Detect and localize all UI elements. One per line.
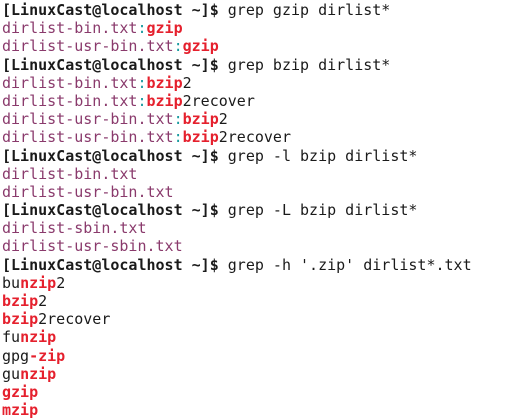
terminal-line: [LinuxCast@localhost ~]$ grep -L bzip di… (2, 201, 524, 219)
match-highlight: bzip (182, 128, 219, 147)
terminal-line: dirlist-bin.txt:bzip2 (2, 74, 524, 92)
filename-text: dirlist-bin.txt (2, 91, 138, 110)
match-highlight: -zip (29, 346, 66, 365)
terminal-line: dirlist-usr-bin.txt:bzip2 (2, 110, 524, 128)
output-text: 2 (56, 273, 66, 292)
match-highlight: nzip (20, 328, 57, 347)
output-text: gu (2, 364, 21, 383)
output-text: fu (2, 328, 21, 347)
match-highlight: bzip (146, 91, 183, 110)
shell-prompt: [LinuxCast@localhost ~]$ (2, 201, 228, 220)
filename-text: dirlist-usr-bin.txt (2, 128, 174, 147)
match-highlight: gzip (182, 37, 219, 56)
terminal-line: mzip (2, 401, 524, 419)
terminal-line: gzip (2, 383, 524, 401)
terminal-line: dirlist-bin.txt (2, 165, 524, 183)
terminal-line: bzip2 (2, 292, 524, 310)
terminal-line: dirlist-usr-sbin.txt (2, 237, 524, 255)
terminal-line: [LinuxCast@localhost ~]$ grep bzip dirli… (2, 56, 524, 74)
shell-prompt: [LinuxCast@localhost ~]$ (2, 55, 228, 74)
output-text: 2recover (218, 128, 291, 147)
match-highlight: nzip (20, 273, 57, 292)
terminal-line: gunzip (2, 365, 524, 383)
filename-text: dirlist-bin.txt (2, 19, 138, 38)
match-highlight: bzip (2, 292, 39, 310)
terminal-line: bzip2recover (2, 310, 524, 328)
match-highlight: mzip (2, 401, 39, 419)
shell-prompt: [LinuxCast@localhost ~]$ (2, 146, 228, 165)
terminal-line: [LinuxCast@localhost ~]$ grep gzip dirli… (2, 1, 524, 19)
separator-colon: : (137, 73, 147, 92)
terminal-line: dirlist-bin.txt:bzip2recover (2, 92, 524, 110)
output-text: gpg (2, 346, 30, 365)
terminal-line: dirlist-usr-bin.txt (2, 183, 524, 201)
match-highlight: bzip (2, 310, 39, 329)
match-highlight: bzip (146, 73, 183, 92)
separator-colon: : (137, 19, 147, 38)
shell-prompt: [LinuxCast@localhost ~]$ (2, 1, 228, 19)
match-highlight: gzip (146, 19, 183, 38)
separator-colon: : (173, 37, 183, 56)
terminal-line: dirlist-usr-bin.txt:bzip2recover (2, 128, 524, 146)
terminal-line: [LinuxCast@localhost ~]$ grep -h '.zip' … (2, 256, 524, 274)
match-highlight: nzip (20, 364, 57, 383)
filename-text: dirlist-usr-bin.txt (2, 110, 174, 129)
filename-text: dirlist-usr-bin.txt (2, 182, 174, 201)
match-highlight: bzip (182, 110, 219, 129)
output-text: 2recover (182, 91, 255, 110)
filename-text: dirlist-bin.txt (2, 164, 138, 183)
separator-colon: : (137, 91, 147, 110)
command-text: grep gzip dirlist* (227, 1, 391, 19)
output-text: bu (2, 273, 21, 292)
command-text: grep -L bzip dirlist* (227, 201, 418, 220)
separator-colon: : (173, 110, 183, 129)
separator-colon: : (173, 128, 183, 147)
command-text: grep bzip dirlist* (227, 55, 391, 74)
output-text: 2 (182, 73, 192, 92)
terminal-line: [LinuxCast@localhost ~]$ grep -l bzip di… (2, 147, 524, 165)
match-highlight: gzip (2, 382, 39, 401)
terminal-line: dirlist-usr-bin.txt:gzip (2, 37, 524, 55)
filename-text: dirlist-usr-sbin.txt (2, 237, 183, 256)
output-text: 2 (218, 110, 228, 129)
command-text: grep -l bzip dirlist* (227, 146, 418, 165)
terminal-line: bunzip2 (2, 274, 524, 292)
filename-text: dirlist-bin.txt (2, 73, 138, 92)
terminal-line: funzip (2, 328, 524, 346)
terminal-line: dirlist-sbin.txt (2, 219, 524, 237)
output-text: 2recover (38, 310, 111, 329)
terminal-line: gpg-zip (2, 347, 524, 365)
filename-text: dirlist-usr-bin.txt (2, 37, 174, 56)
output-text: 2 (38, 292, 48, 310)
filename-text: dirlist-sbin.txt (2, 219, 147, 238)
terminal-line: dirlist-bin.txt:gzip (2, 19, 524, 37)
shell-prompt: [LinuxCast@localhost ~]$ (2, 255, 228, 274)
command-text: grep -h '.zip' dirlist*.txt (227, 255, 472, 274)
